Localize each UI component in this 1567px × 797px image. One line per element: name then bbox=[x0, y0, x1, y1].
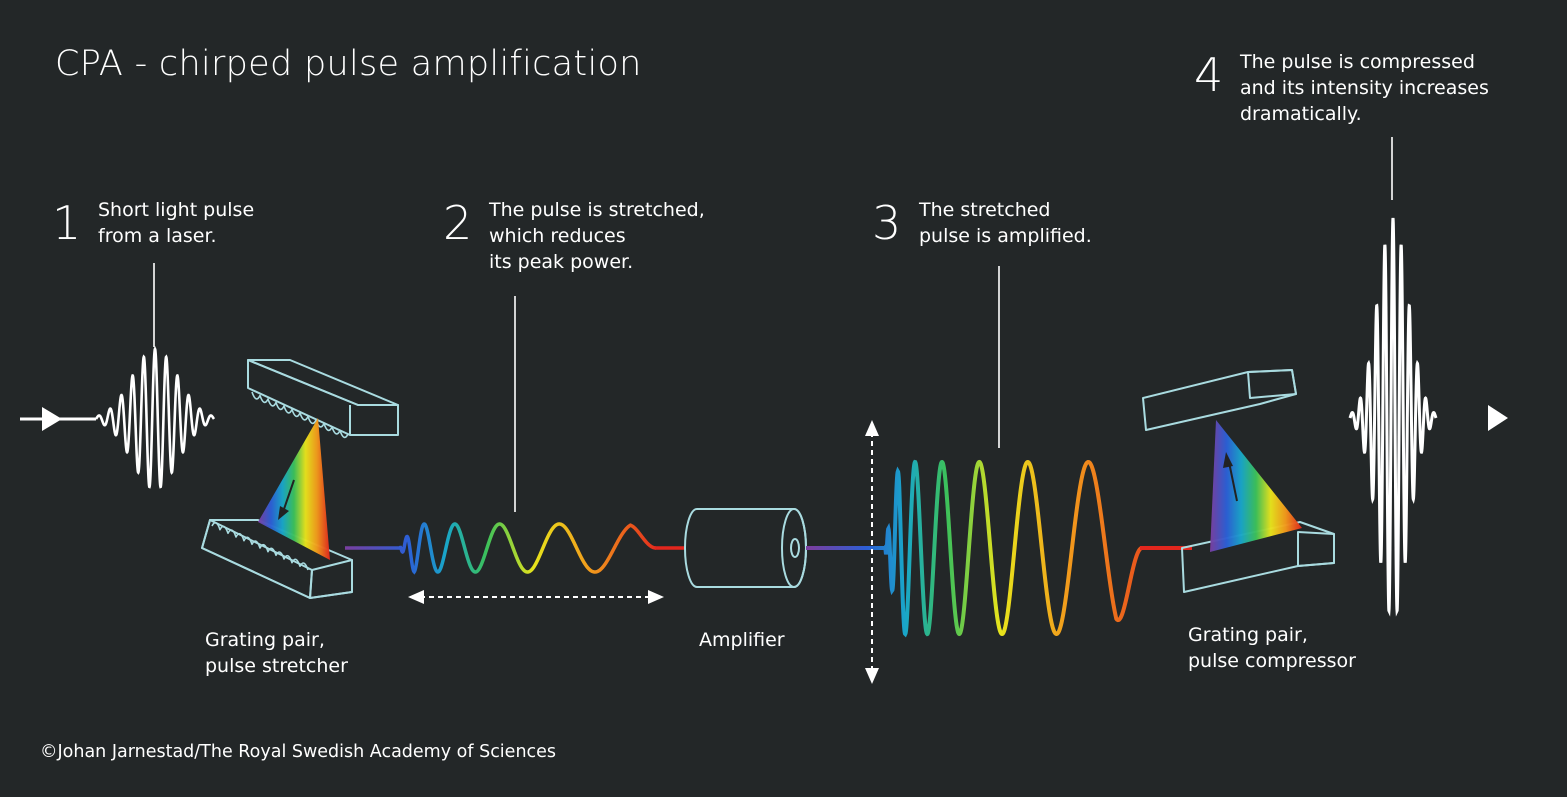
step-3-number: 3 bbox=[872, 196, 902, 250]
stretcher-label: Grating pair, pulse stretcher bbox=[205, 629, 348, 677]
credit-line: ©Johan Jarnestad/The Royal Swedish Acade… bbox=[40, 742, 557, 762]
step-4-number: 4 bbox=[1194, 48, 1224, 102]
step-4-caption: The pulse is compressed and its intensit… bbox=[1240, 51, 1489, 125]
input-beam bbox=[20, 345, 290, 489]
input-arrow-icon bbox=[42, 407, 62, 431]
amplifier-cylinder bbox=[684, 508, 807, 588]
compressor-arrow-icon bbox=[1223, 452, 1233, 468]
output-beam bbox=[1210, 217, 1550, 617]
stretched-pulse-wave bbox=[398, 522, 657, 575]
amplifier-label: Amplifier bbox=[699, 629, 785, 651]
stretcher-gratings bbox=[201, 359, 399, 599]
compressed-pulse-wave bbox=[1348, 217, 1438, 617]
step-2-caption: The pulse is stretched, which reduces it… bbox=[489, 199, 705, 273]
step-3-caption: The stretched pulse is amplified. bbox=[919, 199, 1092, 247]
diagram-title: CPA - chirped pulse amplification bbox=[55, 44, 642, 84]
step-1-caption: Short light pulse from a laser. bbox=[98, 199, 255, 247]
stretcher-arrow-icon bbox=[278, 506, 289, 520]
short-pulse-wave bbox=[94, 345, 216, 489]
amplitude-arrow bbox=[865, 420, 879, 684]
output-arrow-icon bbox=[1488, 405, 1508, 431]
compressor-spectrum-fan bbox=[1210, 420, 1302, 552]
compressor-label: Grating pair, pulse compressor bbox=[1188, 624, 1356, 672]
amplified-pulse-wave bbox=[883, 459, 1143, 638]
stretch-duration-arrow bbox=[408, 590, 664, 604]
step-2-number: 2 bbox=[443, 196, 473, 250]
compressor-gratings bbox=[1142, 369, 1335, 593]
stretcher-spectrum-fan bbox=[258, 418, 330, 560]
step-1-number: 1 bbox=[52, 196, 82, 250]
